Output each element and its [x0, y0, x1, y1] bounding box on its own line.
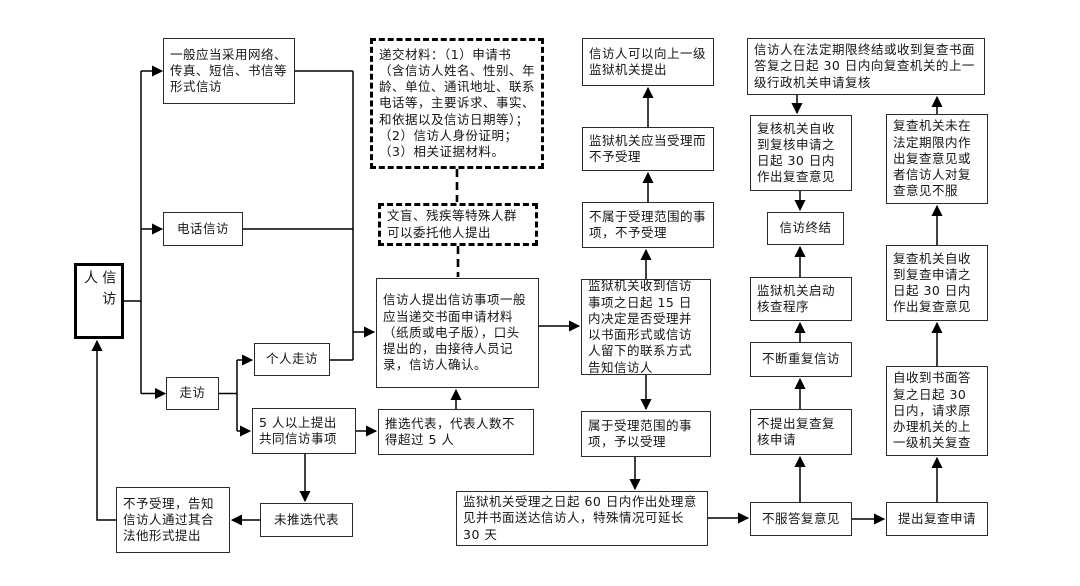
node-online-forms: 一般应当采用网络、传真、短信、书信等形式信访 — [163, 38, 295, 104]
edge-reject-petitioner — [91, 339, 116, 521]
node-accept-refuse: 监狱机关应当受理而不予受理 — [582, 127, 714, 171]
node-end-petition: 信访终结 — [767, 212, 844, 245]
node-review-overdue: 复查机关未在法定期限内作出复查意见或者信访人对复查意见不服 — [886, 114, 988, 204]
node-request-higher-review: 自收到书面答复之日起 30 日内，请求原办理机关的上一级机关复查 — [886, 366, 988, 456]
note-materials: 递交材料：（1）申请书（含信访人姓名、性别、年龄、单位、通讯地址、联系电话等，主… — [370, 38, 544, 169]
node-written-submit: 信访人提出信访事项一般应当递交书面申请材料（纸质或电子版），口头提出的，由接待人… — [376, 278, 539, 388]
note-special-groups: 文盲、残疾等特殊人群可以委托他人提出 — [378, 203, 538, 246]
node-no-representative: 未推选代表 — [260, 503, 353, 537]
node-disagree-reply: 不服答复意见 — [750, 502, 852, 536]
node-decide-15days: 监狱机关收到信访事项之日起 15 日内决定是否受理并以书面形式或信访人留下的联系… — [581, 279, 711, 375]
node-handle-60days: 监狱机关受理之日起 60 日内作出处理意见并书面送达信访人，特殊情况可延长 30… — [456, 491, 708, 546]
node-petitioner: 信访人 — [74, 263, 124, 339]
node-group-five: 5 人以上提出共同信访事项 — [252, 408, 356, 454]
node-repeated-petition: 不断重复信访 — [750, 342, 852, 377]
node-elect-representative: 推选代表，代表人数不得超过 5 人 — [378, 409, 534, 455]
node-not-in-scope: 不属于受理范围的事项，不予受理 — [582, 202, 714, 248]
node-fuhe-apply: 信访人在法定期限终结或收到复查书面答复之日起 30 日内向复查机关的上一级行政机… — [747, 38, 985, 95]
node-individual-visit: 个人走访 — [254, 343, 330, 376]
node-higher-prison: 信访人可以向上一级监狱机关提出 — [582, 38, 714, 86]
node-no-review-apply: 不提出复查复核申请 — [750, 409, 852, 455]
node-phone-petition: 电话信访 — [163, 212, 243, 246]
node-start-verification: 监狱机关启动核查程序 — [750, 277, 852, 321]
edge-petitioner-trunk — [124, 70, 354, 431]
node-in-scope: 属于受理范围的事项，予以受理 — [581, 411, 711, 457]
node-review-organ-30: 复查机关自收到复查申请之日起 30 日内作出复查意见 — [886, 245, 988, 321]
node-visit: 走访 — [166, 377, 219, 410]
node-fuhe-organ-30: 复核机关自收到复核申请之日起 30 日内作出复查意见 — [750, 115, 852, 191]
node-reject-inform: 不予受理，告知信访人通过其合法他形式提出 — [116, 487, 230, 553]
node-apply-review: 提出复查申请 — [886, 502, 988, 536]
